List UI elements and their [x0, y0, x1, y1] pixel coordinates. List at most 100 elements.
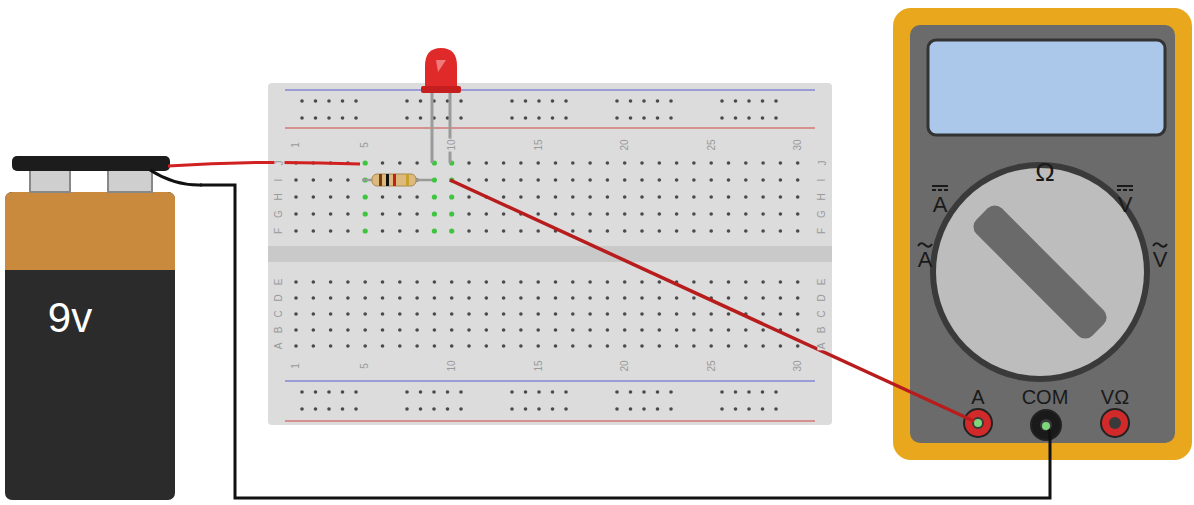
- meter-label: A: [918, 249, 933, 271]
- breadboard-hole: [381, 195, 385, 199]
- breadboard-hole: [502, 229, 506, 233]
- row-letter: D: [817, 293, 827, 302]
- breadboard-hole: [623, 312, 627, 316]
- rail-hole: [642, 116, 646, 120]
- rail-hole: [510, 116, 514, 120]
- rail-hole: [510, 390, 514, 394]
- breadboard-hole: [571, 344, 575, 348]
- meter-display: [928, 40, 1165, 135]
- breadboard-hole: [779, 161, 783, 165]
- breadboard-hole: [571, 161, 575, 165]
- rail-hole: [314, 99, 318, 103]
- rail-hole: [405, 390, 409, 394]
- breadboard-hole: [658, 312, 662, 316]
- breadboard-hole: [606, 328, 610, 332]
- breadboard-hole: [623, 296, 627, 300]
- breadboard-hole: [554, 296, 558, 300]
- breadboard-hole: [398, 212, 402, 216]
- breadboard-hole: [709, 161, 713, 165]
- breadboard-hole: [415, 229, 419, 233]
- breadboard-hole: [571, 296, 575, 300]
- rail-hole: [537, 390, 541, 394]
- breadboard-hole: [294, 229, 298, 233]
- meter-label: V: [1118, 194, 1133, 216]
- black-wire: [150, 170, 202, 185]
- breadboard-hole: [796, 296, 800, 300]
- rail-hole: [720, 116, 724, 120]
- breadboard-hole: [709, 344, 713, 348]
- rail-hole: [459, 390, 463, 394]
- breadboard-hole: [329, 328, 333, 332]
- row-letter: H: [274, 192, 284, 201]
- breadboard-hole: [398, 229, 402, 233]
- breadboard-hole: [329, 229, 333, 233]
- breadboard-hole: [294, 195, 298, 199]
- breadboard-hole: [346, 195, 350, 199]
- breadboard-hole: [502, 328, 506, 332]
- row-letter: J: [817, 160, 827, 167]
- rail-hole: [341, 407, 345, 411]
- breadboard-hole: [450, 344, 454, 348]
- rail-hole: [629, 116, 633, 120]
- rail-hole: [537, 99, 541, 103]
- breadboard-hole: [363, 211, 368, 216]
- breadboard-hole: [796, 312, 800, 316]
- breadboard-hole: [502, 280, 506, 284]
- rail-hole: [354, 99, 358, 103]
- breadboard-hole: [658, 280, 662, 284]
- breadboard-hole: [519, 328, 523, 332]
- breadboard-hole: [398, 280, 402, 284]
- rail-hole: [551, 390, 555, 394]
- breadboard-hole: [727, 344, 731, 348]
- breadboard: [268, 83, 832, 425]
- rail-hole: [734, 407, 738, 411]
- rail-hole: [419, 407, 423, 411]
- row-letter: B: [274, 326, 284, 335]
- breadboard-hole: [588, 328, 592, 332]
- breadboard-hole: [519, 344, 523, 348]
- breadboard-hole: [502, 296, 506, 300]
- breadboard-hole: [346, 212, 350, 216]
- breadboard-hole: [606, 344, 610, 348]
- breadboard-hole: [536, 212, 540, 216]
- rail-hole: [615, 407, 619, 411]
- breadboard-hole: [536, 229, 540, 233]
- breadboard-hole: [692, 178, 696, 182]
- resistor-symbol: [372, 174, 416, 186]
- breadboard-hole: [381, 344, 385, 348]
- breadboard-hole: [381, 161, 385, 165]
- breadboard-hole: [675, 296, 679, 300]
- breadboard-hole: [675, 161, 679, 165]
- rail-hole: [669, 116, 673, 120]
- multimeter: [893, 8, 1192, 460]
- meter-label: VΩ: [1101, 387, 1129, 407]
- rail-hole: [734, 99, 738, 103]
- breadboard-hole: [449, 211, 454, 216]
- breadboard-hole: [588, 212, 592, 216]
- breadboard-hole: [571, 280, 575, 284]
- column-number: 20: [620, 359, 630, 372]
- led-leg: [431, 92, 434, 163]
- breadboard-hole: [346, 229, 350, 233]
- breadboard-hole: [485, 161, 489, 165]
- breadboard-hole: [571, 328, 575, 332]
- breadboard-hole: [294, 296, 298, 300]
- breadboard-hole: [709, 312, 713, 316]
- breadboard-hole: [294, 328, 298, 332]
- rail-hole: [510, 99, 514, 103]
- column-number: 15: [533, 359, 543, 372]
- breadboard-hole: [727, 178, 731, 182]
- breadboard-hole: [658, 328, 662, 332]
- breadboard-hole: [536, 344, 540, 348]
- breadboard-hole: [796, 195, 800, 199]
- probe-tip: [1042, 422, 1050, 430]
- breadboard-hole: [346, 328, 350, 332]
- breadboard-hole: [415, 195, 419, 199]
- jack-v: [1101, 409, 1129, 437]
- multimeter-node: ΩAVAVACOMVΩ: [893, 8, 1192, 460]
- rail-hole: [524, 116, 528, 120]
- rail-hole: [551, 407, 555, 411]
- breadboard-hole: [675, 229, 679, 233]
- breadboard-hole: [381, 328, 385, 332]
- breadboard-hole: [692, 296, 696, 300]
